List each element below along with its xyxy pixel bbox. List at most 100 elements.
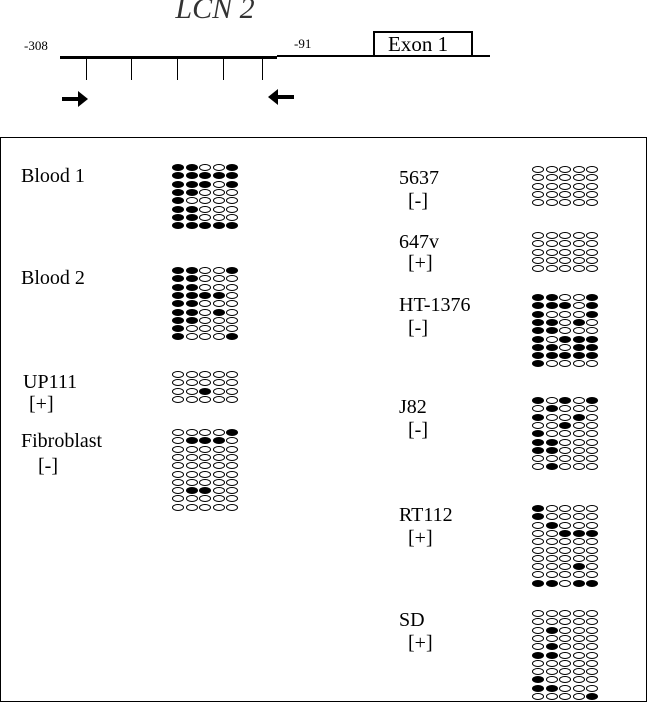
unmethylated-cpg-dot — [545, 256, 558, 264]
unmethylated-cpg-dot — [532, 668, 544, 676]
methylated-cpg-dot — [532, 676, 544, 684]
unmethylated-cpg-dot — [572, 684, 585, 692]
methylated-cpg-dot — [172, 197, 184, 205]
unmethylated-cpg-dot — [586, 248, 598, 256]
unmethylated-cpg-dot — [559, 430, 571, 438]
unmethylated-cpg-dot — [545, 618, 558, 626]
unmethylated-cpg-dot — [559, 455, 571, 463]
unmethylated-cpg-dot — [572, 405, 585, 413]
methylated-cpg-dot — [572, 318, 585, 326]
status-label-ht1376: [-] — [408, 317, 428, 339]
unmethylated-cpg-dot — [185, 462, 198, 470]
unmethylated-cpg-dot — [199, 308, 211, 316]
unmethylated-cpg-dot — [199, 503, 211, 511]
methylated-cpg-dot — [532, 294, 544, 301]
unmethylated-cpg-dot — [532, 554, 544, 562]
unmethylated-cpg-dot — [199, 470, 211, 478]
unmethylated-cpg-dot — [559, 521, 571, 529]
unmethylated-cpg-dot — [545, 232, 558, 239]
unmethylated-cpg-dot — [199, 188, 211, 196]
unmethylated-cpg-dot — [226, 462, 238, 470]
methylated-cpg-dot — [532, 318, 544, 326]
unmethylated-cpg-dot — [559, 310, 571, 318]
methylated-cpg-dot — [185, 213, 198, 221]
unmethylated-cpg-dot — [212, 503, 225, 511]
unmethylated-cpg-dot — [559, 554, 571, 562]
unmethylated-cpg-dot — [226, 283, 238, 291]
unmethylated-cpg-dot — [572, 256, 585, 264]
unmethylated-cpg-dot — [185, 503, 198, 511]
unmethylated-cpg-dot — [572, 310, 585, 318]
methylated-cpg-dot — [586, 294, 598, 301]
unmethylated-cpg-dot — [212, 164, 225, 171]
unmethylated-cpg-dot — [559, 563, 571, 571]
methylated-cpg-dot — [545, 626, 558, 634]
unmethylated-cpg-dot — [586, 455, 598, 463]
unmethylated-cpg-dot — [586, 265, 598, 273]
unmethylated-cpg-dot — [586, 463, 598, 471]
methylated-cpg-dot — [226, 222, 238, 230]
methylated-cpg-dot — [532, 505, 544, 512]
exon-label: Exon 1 — [388, 32, 449, 56]
unmethylated-cpg-dot — [532, 240, 544, 248]
unmethylated-cpg-dot — [572, 327, 585, 335]
unmethylated-cpg-dot — [572, 446, 585, 454]
unmethylated-cpg-dot — [559, 190, 571, 198]
unmethylated-cpg-dot — [572, 360, 585, 368]
unmethylated-cpg-dot — [586, 618, 598, 626]
unmethylated-cpg-dot — [172, 437, 184, 445]
unmethylated-cpg-dot — [559, 505, 571, 512]
unmethylated-cpg-dot — [185, 453, 198, 461]
unmethylated-cpg-dot — [586, 538, 598, 546]
methylation-panel — [0, 137, 647, 702]
methylated-cpg-dot — [185, 283, 198, 291]
unmethylated-cpg-dot — [545, 659, 558, 667]
cpg-tick — [177, 58, 178, 80]
unmethylated-cpg-dot — [559, 538, 571, 546]
unmethylated-cpg-dot — [532, 571, 544, 579]
unmethylated-cpg-dot — [572, 240, 585, 248]
status-label-5637: [-] — [408, 190, 428, 212]
unmethylated-cpg-dot — [212, 429, 225, 436]
unmethylated-cpg-dot — [212, 283, 225, 291]
unmethylated-cpg-dot — [226, 503, 238, 511]
methylated-cpg-dot — [532, 397, 544, 404]
unmethylated-cpg-dot — [532, 190, 544, 198]
unmethylated-cpg-dot — [572, 571, 585, 579]
methylated-cpg-dot — [572, 343, 585, 351]
unmethylated-cpg-dot — [226, 487, 238, 495]
methylated-cpg-dot — [199, 180, 211, 188]
methylated-cpg-dot — [172, 316, 184, 324]
methylated-cpg-dot — [199, 222, 211, 230]
unmethylated-cpg-dot — [572, 302, 585, 310]
methylated-cpg-dot — [226, 267, 238, 274]
sample-label-sd: SD — [399, 609, 425, 631]
unmethylated-cpg-dot — [226, 371, 238, 378]
methylated-cpg-dot — [545, 651, 558, 659]
unmethylated-cpg-dot — [572, 232, 585, 239]
methylated-cpg-dot — [226, 172, 238, 180]
position-label-mid: -91 — [294, 36, 312, 51]
unmethylated-cpg-dot — [545, 360, 558, 368]
methylated-cpg-dot — [185, 316, 198, 324]
methylated-cpg-dot — [212, 291, 225, 299]
unmethylated-cpg-dot — [586, 256, 598, 264]
sample-label-blood2: Blood 2 — [21, 267, 85, 289]
unmethylated-cpg-dot — [559, 265, 571, 273]
unmethylated-cpg-dot — [586, 505, 598, 512]
unmethylated-cpg-dot — [559, 294, 571, 301]
unmethylated-cpg-dot — [199, 453, 211, 461]
methylated-cpg-dot — [586, 343, 598, 351]
unmethylated-cpg-dot — [199, 379, 211, 387]
unmethylated-cpg-dot — [532, 174, 544, 182]
unmethylated-cpg-dot — [545, 335, 558, 343]
unmethylated-cpg-dot — [532, 610, 544, 617]
unmethylated-cpg-dot — [212, 275, 225, 283]
methylated-cpg-dot — [545, 579, 558, 587]
unmethylated-cpg-dot — [572, 651, 585, 659]
unmethylated-cpg-dot — [572, 521, 585, 529]
unmethylated-cpg-dot — [199, 267, 211, 274]
unmethylated-cpg-dot — [185, 395, 198, 403]
cpg-tick — [262, 58, 263, 80]
unmethylated-cpg-dot — [185, 379, 198, 387]
